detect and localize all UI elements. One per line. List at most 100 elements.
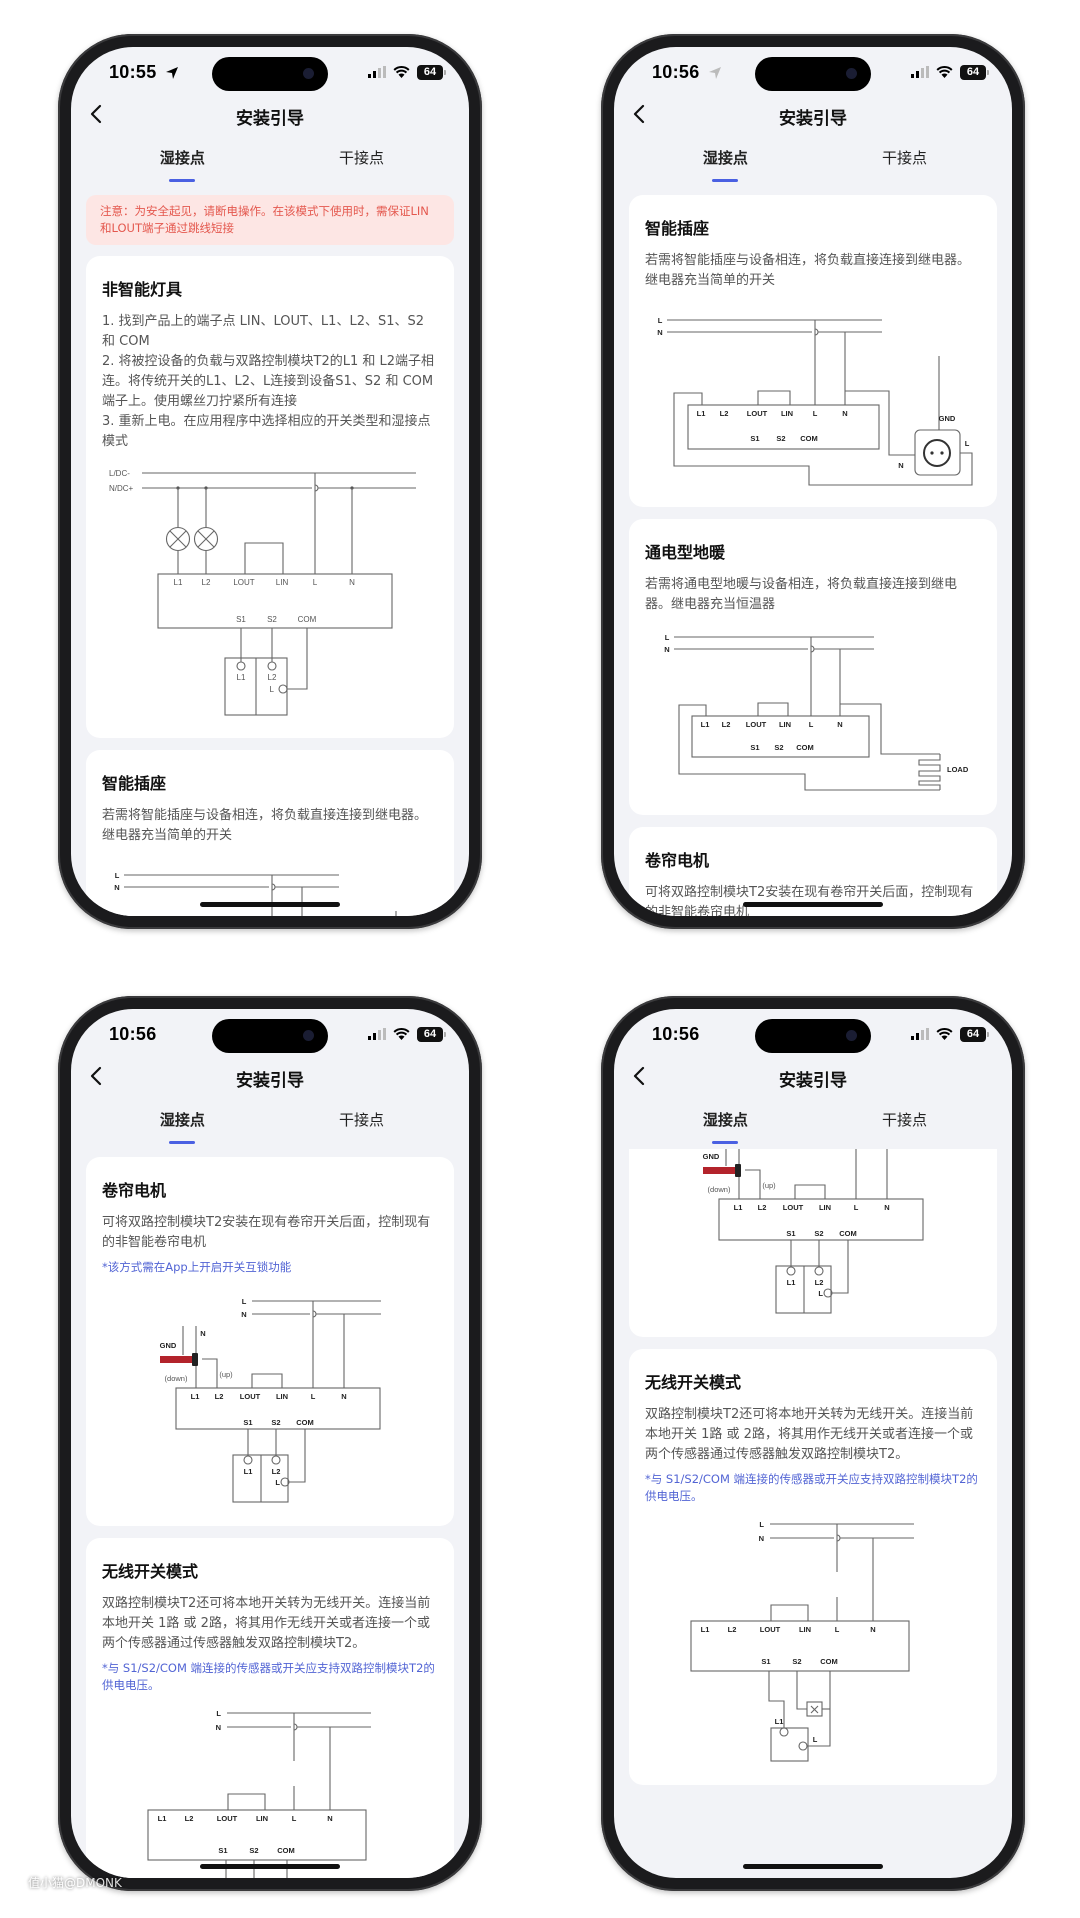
diagram-label: COM [796,743,814,752]
diagram-label: N [341,1392,346,1401]
diagram-label: (down) [708,1185,731,1194]
phone-screen: 10:5664安装引导湿接点干接点卷帘电机可将双路控制模块T2安装在现有卷帘开关… [614,1009,1012,1878]
diagram-label: L [115,871,120,880]
nav-bar: 安装引导 [71,101,469,129]
scroll-content[interactable]: 注意：为安全起见，请断电操作。在该模式下使用时，需保证LIN和LOUT端子通过跳… [71,187,469,916]
tab-bar: 湿接点 干接点 [614,1109,1012,1149]
chevron-left-icon [90,104,102,124]
nav-bar: 安装引导 [71,1063,469,1091]
diagram-label: S1 [786,1229,795,1238]
diagram-label: N [870,1625,875,1634]
back-button[interactable] [89,103,103,125]
diagram-label: L [658,316,663,325]
back-button[interactable] [89,1065,103,1087]
diagram-label: L2 [815,1278,824,1287]
diagram-label: L2 [268,673,277,682]
guide-card-wireless: 无线开关模式双路控制模块T2还可将本地开关转为无线开关。连接当前本地开关 1路 … [629,1349,997,1785]
home-indicator[interactable] [743,1864,883,1869]
card-title: 卷帘电机 [645,851,710,870]
card-note: *与 S1/S2/COM 端连接的传感器或开关应支持双路控制模块T2的供电电压。 [102,1661,435,1692]
tab-dry-contact[interactable]: 干接点 [302,1109,422,1130]
battery-icon: 64 [417,65,446,80]
diagram-label: S2 [792,1657,801,1666]
diagram-label: N [898,461,903,470]
home-indicator[interactable] [743,902,883,907]
scroll-content[interactable]: 卷帘电机可将双路控制模块T2安装在现有卷帘开关后面，控制现有的非智能卷帘电机*该… [614,1149,1012,1878]
status-icons: 64 [911,63,989,82]
tab-dry-contact[interactable]: 干接点 [845,147,965,168]
diagram-label: (up) [762,1181,776,1190]
diagram-label: COM [277,1846,295,1855]
tab-label: 湿接点 [159,149,205,167]
tab-dry-contact[interactable]: 干接点 [302,147,422,168]
diagram-label: LOUT [746,720,767,729]
diagram-label: L1 [787,1278,796,1287]
back-button[interactable] [632,1065,646,1087]
tab-wet-contact[interactable]: 湿接点 [122,147,242,182]
home-indicator[interactable] [200,1864,340,1869]
diagram-label: N [837,720,842,729]
camera-icon [846,68,857,79]
home-indicator[interactable] [200,902,340,907]
tab-wet-contact[interactable]: 湿接点 [665,1109,785,1144]
signal-icon [368,1025,386,1044]
diagram-label: S2 [814,1229,823,1238]
dynamic-island [755,1019,871,1053]
back-button[interactable] [632,103,646,125]
tab-dry-contact[interactable]: 干接点 [845,1109,965,1130]
diagram-label: L2 [720,409,729,418]
diagram-label: L1 [244,1467,253,1476]
diagram-label: COM [839,1229,857,1238]
diagram-label: L [813,409,818,418]
battery-icon: 64 [960,65,989,80]
diagram-label: LIN [276,578,289,587]
diagram-label: L2 [272,1467,281,1476]
card-text: 2. 将被控设备的负载与双路控制模块T2的L1 和 L2端子相连。将传统开关的L… [102,354,435,409]
diagram-label: L [854,1203,859,1212]
signal-icon [911,63,929,82]
diagram-label: L1 [158,1814,167,1823]
card-text: 3. 重新上电。在应用程序中选择相应的开关类型和湿接点模式 [102,414,431,449]
wifi-icon [936,63,953,82]
card-title: 智能插座 [102,774,167,793]
scroll-content[interactable]: 卷帘电机可将双路控制模块T2安装在现有卷帘开关后面，控制现有的非智能卷帘电机*该… [71,1149,469,1878]
diagram-label: COM [800,434,818,443]
camera-icon [303,68,314,79]
diagram-label: (down) [165,1374,188,1383]
diagram-label: N [884,1203,889,1212]
page-title: 安装引导 [779,1071,847,1091]
diagram-label: L2 [728,1625,737,1634]
diagram-label: N [216,1723,221,1732]
tab-active-indicator [712,179,739,182]
chevron-left-icon [90,1066,102,1086]
dynamic-island [755,57,871,91]
diagram-label: L1 [174,578,183,587]
diagram-label: L2 [722,720,731,729]
card-title: 智能插座 [645,219,710,238]
diagram-label: N [664,645,669,654]
diagram-label: N [349,578,355,587]
diagram-label: L1 [775,1717,784,1726]
diagram-label: L [270,685,275,694]
diagram-label: L [759,1520,764,1529]
diagram-label: S1 [750,434,759,443]
diagram-label: LOAD [947,765,969,774]
tab-label: 干接点 [882,1111,928,1129]
diagram-label: LOUT [217,1814,238,1823]
card-text: 若需将通电型地暖与设备相连，将负载直接连接到继电器。继电器充当恒温器 [645,577,958,612]
tab-wet-contact[interactable]: 湿接点 [665,147,785,182]
tab-wet-contact[interactable]: 湿接点 [122,1109,242,1144]
diagram-label: L2 [185,1814,194,1823]
status-time: 10:55 [109,62,157,82]
